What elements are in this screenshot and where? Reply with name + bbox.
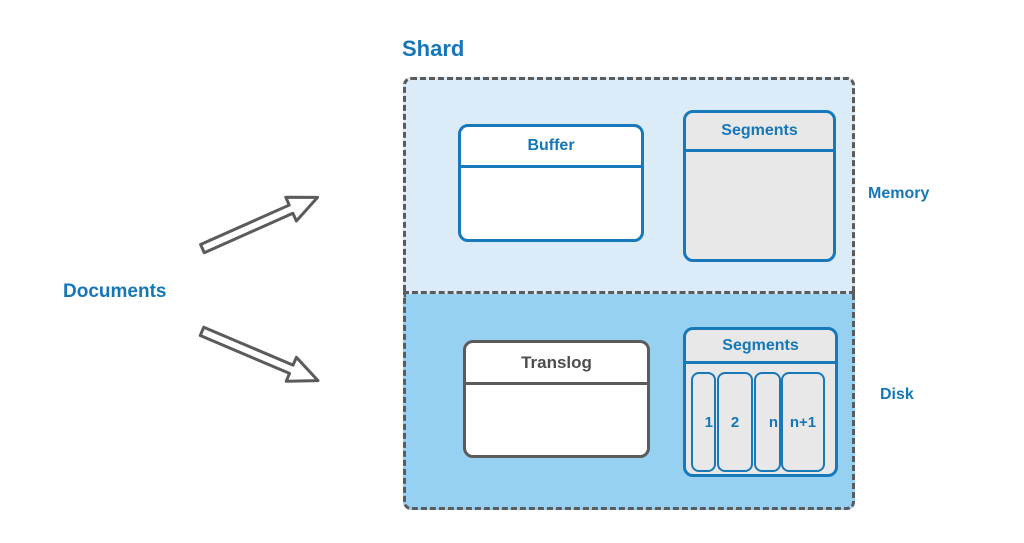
memory-segments-box: Segments [683, 110, 836, 262]
documents-label: Documents [63, 281, 167, 302]
disk-segment-2: 2 [717, 372, 753, 472]
disk-label: Disk [880, 386, 914, 403]
disk-segments-box: Segments 1 2 n n+1 [683, 327, 838, 477]
disk-segment-1: 1 [691, 372, 716, 472]
arrow-to-memory-icon [199, 195, 320, 255]
arrow-to-disk-icon [198, 325, 320, 383]
disk-segment-n-plus-1: n+1 [781, 372, 825, 472]
memory-label: Memory [868, 185, 930, 202]
translog-title: Translog [466, 343, 647, 385]
diagram-title: Shard [402, 36, 465, 61]
disk-segments-title: Segments [686, 330, 835, 364]
translog-box: Translog [463, 340, 650, 458]
buffer-box: Buffer [458, 124, 644, 242]
disk-segment-n: n [754, 372, 781, 472]
memory-segments-title: Segments [686, 113, 833, 152]
buffer-title: Buffer [461, 127, 641, 168]
